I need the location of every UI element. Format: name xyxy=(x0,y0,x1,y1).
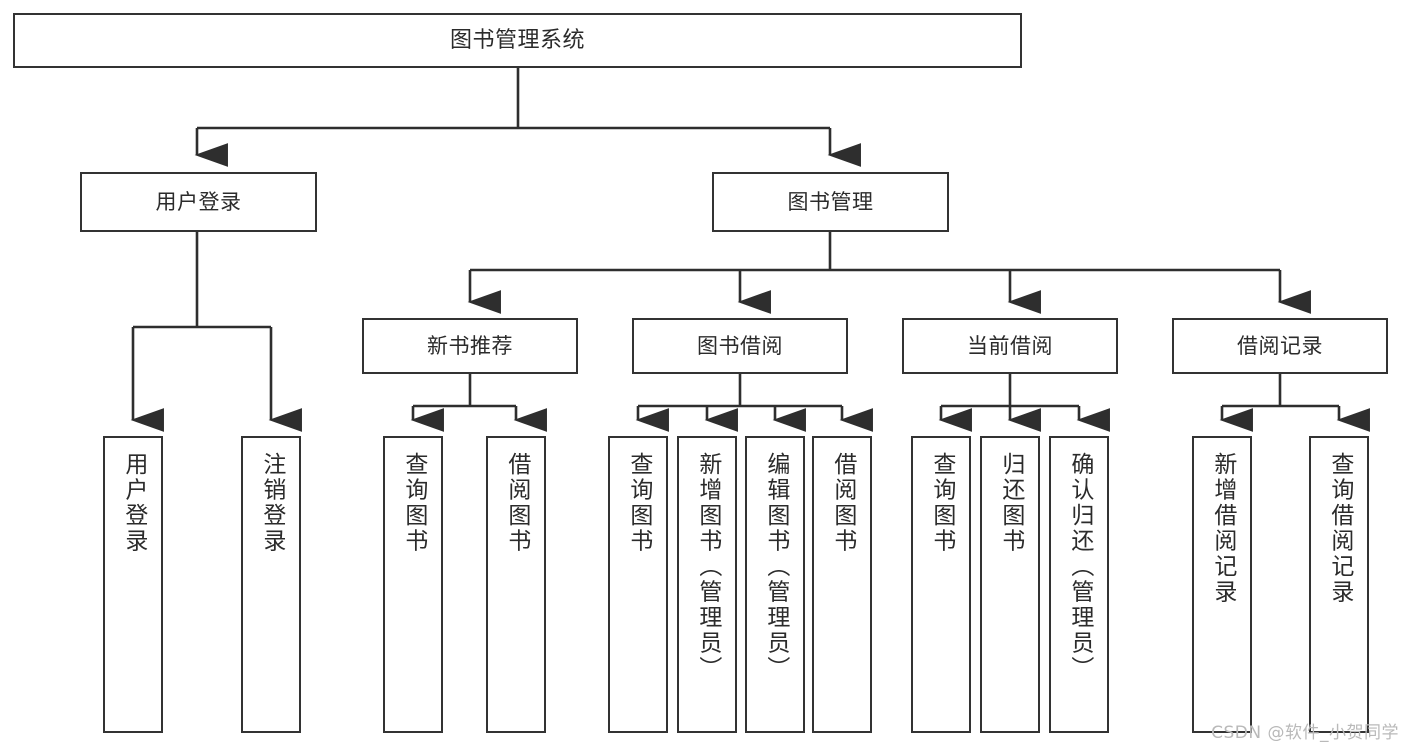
leaf-borrow-record-query[interactable]: 查询借阅记录 xyxy=(1309,436,1369,733)
node-label: 用户登录 xyxy=(155,189,242,214)
leaf-book-borrow-add[interactable]: 新增图书（管理员） xyxy=(677,436,737,733)
watermark-text: CSDN @软件_小贺同学 xyxy=(1211,723,1399,743)
leaf-current-borrow-confirm-return[interactable]: 确认归还（管理员） xyxy=(1049,436,1109,733)
leaf-book-borrow-borrow[interactable]: 借阅图书 xyxy=(812,436,872,733)
leaf-book-borrow-query[interactable]: 查询图书 xyxy=(608,436,668,733)
node-label: 借阅图书 xyxy=(503,452,530,554)
leaf-new-book-query[interactable]: 查询图书 xyxy=(383,436,443,733)
node-label: 新增图书（管理员） xyxy=(694,452,721,682)
node-label: 查询图书 xyxy=(928,452,955,554)
node-label: 归还图书 xyxy=(997,452,1024,554)
node-label: 注销登录 xyxy=(258,452,285,554)
node-label: 图书管理系统 xyxy=(449,27,585,53)
leaf-new-book-borrow[interactable]: 借阅图书 xyxy=(486,436,546,733)
node-book-borrow[interactable]: 图书借阅 xyxy=(632,318,848,374)
node-book-management[interactable]: 图书管理 xyxy=(712,172,949,232)
node-label: 确认归还（管理员） xyxy=(1066,452,1093,682)
node-label: 借阅图书 xyxy=(829,452,856,554)
node-borrow-record[interactable]: 借阅记录 xyxy=(1172,318,1388,374)
leaf-current-borrow-query[interactable]: 查询图书 xyxy=(911,436,971,733)
leaf-book-borrow-edit[interactable]: 编辑图书（管理员） xyxy=(745,436,805,733)
node-new-book-recommend[interactable]: 新书推荐 xyxy=(362,318,578,374)
leaf-borrow-record-add[interactable]: 新增借阅记录 xyxy=(1192,436,1252,733)
node-label: 用户登录 xyxy=(120,452,147,554)
leaf-user-login-logout[interactable]: 注销登录 xyxy=(241,436,301,733)
node-label: 编辑图书（管理员） xyxy=(762,452,789,682)
node-label: 新书推荐 xyxy=(427,333,513,358)
leaf-user-login-login[interactable]: 用户登录 xyxy=(103,436,163,733)
node-label: 图书管理 xyxy=(787,189,874,214)
node-user-login[interactable]: 用户登录 xyxy=(80,172,317,232)
node-current-borrow[interactable]: 当前借阅 xyxy=(902,318,1118,374)
node-label: 图书借阅 xyxy=(697,333,783,358)
node-label: 查询图书 xyxy=(400,452,427,554)
node-root-system[interactable]: 图书管理系统 xyxy=(13,13,1022,68)
node-label: 查询借阅记录 xyxy=(1326,452,1353,605)
node-label: 查询图书 xyxy=(625,452,652,554)
node-label: 新增借阅记录 xyxy=(1209,452,1236,605)
node-label: 当前借阅 xyxy=(967,333,1053,358)
node-label: 借阅记录 xyxy=(1237,333,1323,358)
leaf-current-borrow-return[interactable]: 归还图书 xyxy=(980,436,1040,733)
